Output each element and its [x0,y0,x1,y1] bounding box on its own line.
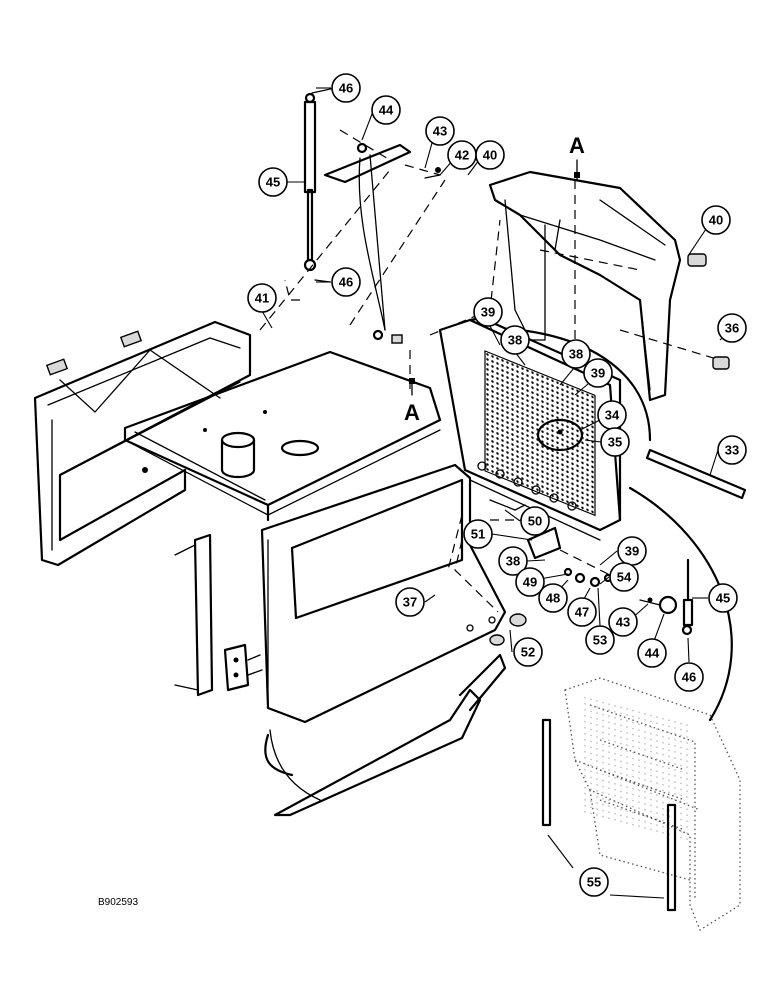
callout-55: 55 [579,867,609,897]
svg-text:A: A [404,400,420,425]
svg-text:37: 37 [403,595,417,610]
callout-45: 45 [258,167,288,197]
latch-hardware [489,499,613,646]
svg-text:41: 41 [255,291,269,306]
svg-text:45: 45 [716,591,730,606]
svg-text:42: 42 [455,148,469,163]
svg-text:48: 48 [546,591,560,606]
svg-text:44: 44 [379,103,394,118]
svg-text:38: 38 [506,554,520,569]
svg-text:40: 40 [483,148,497,163]
callout-37: 37 [395,587,425,617]
callout-39: 39 [583,358,613,388]
svg-text:38: 38 [569,347,583,362]
callout-44: 44 [371,95,401,125]
svg-text:46: 46 [339,81,353,96]
svg-text:54: 54 [617,570,632,585]
callout-40: 40 [701,205,731,235]
callout-51: 51 [463,519,493,549]
hood-top-panel [123,350,442,522]
rear-shroud [488,170,730,402]
left-side-panel [33,320,252,567]
front-door-panel [260,463,507,724]
callout-42: 42 [447,140,477,170]
callout-43: 43 [608,607,638,637]
callout-46: 46 [331,267,361,297]
callout-leaders [261,87,731,899]
callout-38: 38 [498,546,528,576]
callout-48: 48 [538,583,568,613]
callout-45: 45 [708,583,738,613]
svg-text:50: 50 [528,514,542,529]
svg-text:43: 43 [433,124,447,139]
svg-text:52: 52 [521,645,535,660]
callout-34: 34 [597,400,627,430]
callout-39: 39 [617,536,647,566]
svg-text:35: 35 [608,435,622,450]
callout-49: 49 [515,567,545,597]
svg-text:51: 51 [471,527,485,542]
svg-text:33: 33 [725,443,739,458]
hinge-brackets [174,533,263,697]
callout-44: 44 [637,638,667,668]
ghost-shroud [564,677,741,931]
gas-strut-right [639,558,694,636]
svg-text:55: 55 [587,875,601,890]
callout-38: 38 [500,325,530,355]
callout-52: 52 [513,637,543,667]
svg-text:39: 39 [481,305,495,320]
callout-41: 41 [247,283,277,313]
svg-text:46: 46 [339,275,353,290]
svg-text:A: A [569,133,585,158]
callout-38: 38 [561,339,591,369]
svg-text:53: 53 [593,633,607,648]
section-marker-a-lower: A [404,378,420,425]
svg-text:39: 39 [591,366,605,381]
svg-text:49: 49 [523,575,537,590]
strips-55 [541,718,677,912]
callout-35: 35 [600,427,630,457]
callout-53: 53 [585,625,615,655]
svg-text:38: 38 [508,333,522,348]
section-marker-a-upper: A [569,133,585,181]
svg-text:36: 36 [725,321,739,336]
svg-text:44: 44 [645,646,660,661]
svg-text:47: 47 [575,605,589,620]
callout-36: 36 [717,313,747,343]
svg-text:39: 39 [625,544,639,559]
callout-54: 54 [609,562,639,592]
svg-text:46: 46 [682,670,696,685]
svg-text:43: 43 [616,615,630,630]
callout-50: 50 [520,506,550,536]
bottom-seal-strip [269,653,507,817]
callout-39: 39 [473,297,503,327]
callout-43: 43 [425,116,455,146]
gas-strut-top [303,87,336,283]
svg-text:40: 40 [709,213,723,228]
drawing-reference-id: B902593 [98,897,138,908]
svg-text:45: 45 [266,175,280,190]
callout-46: 46 [674,662,704,692]
strip-33 [645,448,747,500]
callout-47: 47 [567,597,597,627]
svg-text:34: 34 [605,408,620,423]
callout-40: 40 [475,140,505,170]
strut-bracket [323,129,441,344]
callout-46: 46 [331,73,361,103]
callout-33: 33 [717,435,747,465]
